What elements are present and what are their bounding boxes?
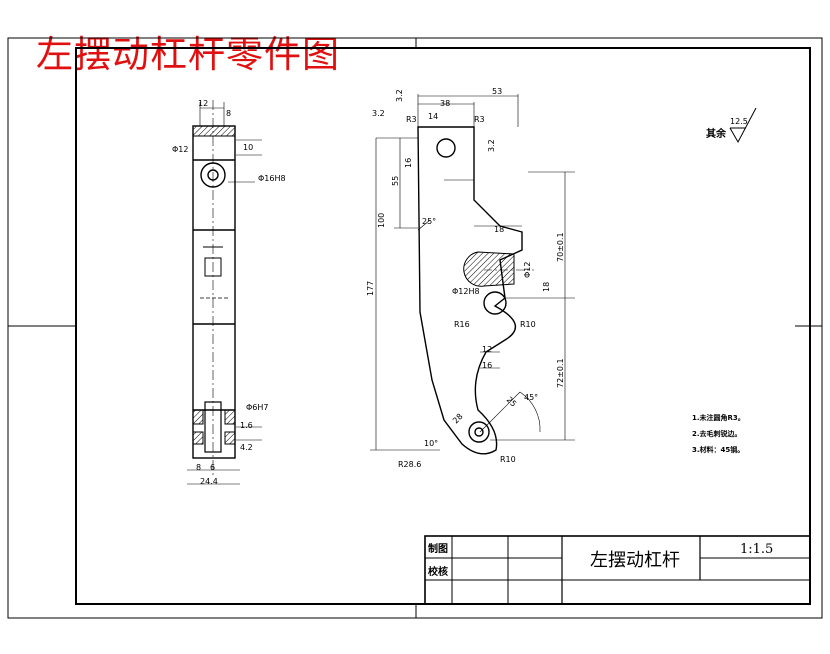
dim-side-top-12: 12 — [198, 99, 208, 108]
dim-front-55: 55 — [391, 176, 400, 186]
scale-value: 1:1.5 — [740, 542, 773, 557]
roughness-symbol: 其余 12.5 — [706, 107, 757, 144]
front-view-dimension-lines — [370, 94, 575, 451]
roughness-value: 12.5 — [730, 117, 748, 126]
note-3: 3.材料：45钢。 — [692, 445, 744, 454]
dim-front-177: 177 — [366, 281, 375, 296]
dim-front-3-2a: 3.2 — [372, 109, 385, 118]
dim-side-hole16: Φ16H8 — [258, 174, 286, 183]
dim-front-100: 100 — [377, 213, 386, 228]
roughness-label: 其余 — [706, 127, 727, 140]
page-title: 左摆动杠杆零件图 — [36, 33, 340, 76]
dim-front-r10b: R10 — [500, 455, 516, 464]
dim-front-16b: 16 — [482, 361, 492, 370]
dim-front-14: 14 — [428, 112, 438, 121]
dim-front-70: 70±0.1 — [556, 232, 565, 262]
dim-front-53: 53 — [492, 87, 502, 96]
dim-front-45deg: 45° — [524, 393, 538, 402]
title-block — [424, 535, 811, 605]
dim-front-hole12: Φ12H8 — [452, 287, 480, 296]
part-name: 左摆动杠杆 — [590, 550, 680, 571]
dim-front-16: 16 — [404, 158, 413, 168]
note-2: 2.去毛刺锐边。 — [692, 429, 742, 438]
dim-side-phi6h7: Φ6H7 — [246, 403, 269, 412]
dim-front-dia12: Φ12 — [523, 262, 532, 278]
dim-side-6: 6 — [210, 463, 215, 472]
front-view — [417, 126, 534, 455]
dim-front-25deg: 25° — [422, 217, 436, 226]
dim-front-12: 12 — [482, 345, 492, 354]
dim-front-r28-6: R28.6 — [398, 460, 421, 469]
dim-front-r3a: R3 — [406, 115, 417, 124]
dim-side-24-4: 24.4 — [200, 477, 218, 486]
checked-by-label: 校核 — [428, 565, 448, 578]
dim-front-18: 18 — [494, 225, 504, 234]
dim-side-4-2: 4.2 — [240, 443, 253, 452]
side-view — [187, 100, 262, 485]
dim-side-dia12: Φ12 — [172, 145, 188, 154]
note-1: 1.未注圆角R3。 — [692, 413, 745, 422]
dim-front-3-2b: 3.2 — [395, 89, 404, 102]
dim-side-8: 8 — [196, 463, 201, 472]
made-by-label: 制图 — [428, 542, 448, 555]
dim-side-1-6: 1.6 — [240, 421, 253, 430]
side-view-dimensions: 12 8 Φ12 10 Φ16H8 Φ6H7 1.6 4.2 8 6 24.4 — [172, 99, 286, 486]
dim-side-top-8: 8 — [226, 109, 231, 118]
dim-front-38: 38 — [440, 99, 450, 108]
front-view-dimensions: 3.2 3.2 38 53 14 R3 R3 3.2 16 55 100 177… — [366, 87, 565, 469]
drawing-border — [7, 37, 823, 619]
dim-front-28: 28 — [451, 412, 465, 426]
technical-notes: 1.未注圆角R3。 2.去毛刺锐边。 3.材料：45钢。 — [692, 413, 745, 454]
dim-front-72: 72±0.1 — [556, 358, 565, 388]
dim-front-10deg: 10° — [424, 439, 438, 448]
dim-front-18b: 18 — [542, 282, 551, 292]
dim-front-25: 25 — [505, 395, 519, 409]
dim-front-3-2c: 3.2 — [487, 139, 496, 152]
dim-front-r16: R16 — [454, 320, 470, 329]
dim-front-r10a: R10 — [520, 320, 536, 329]
dim-front-r3b: R3 — [474, 115, 485, 124]
title-block-text: 制图 校核 左摆动杠杆 1:1.5 — [428, 542, 773, 578]
dim-side-10: 10 — [243, 143, 253, 152]
